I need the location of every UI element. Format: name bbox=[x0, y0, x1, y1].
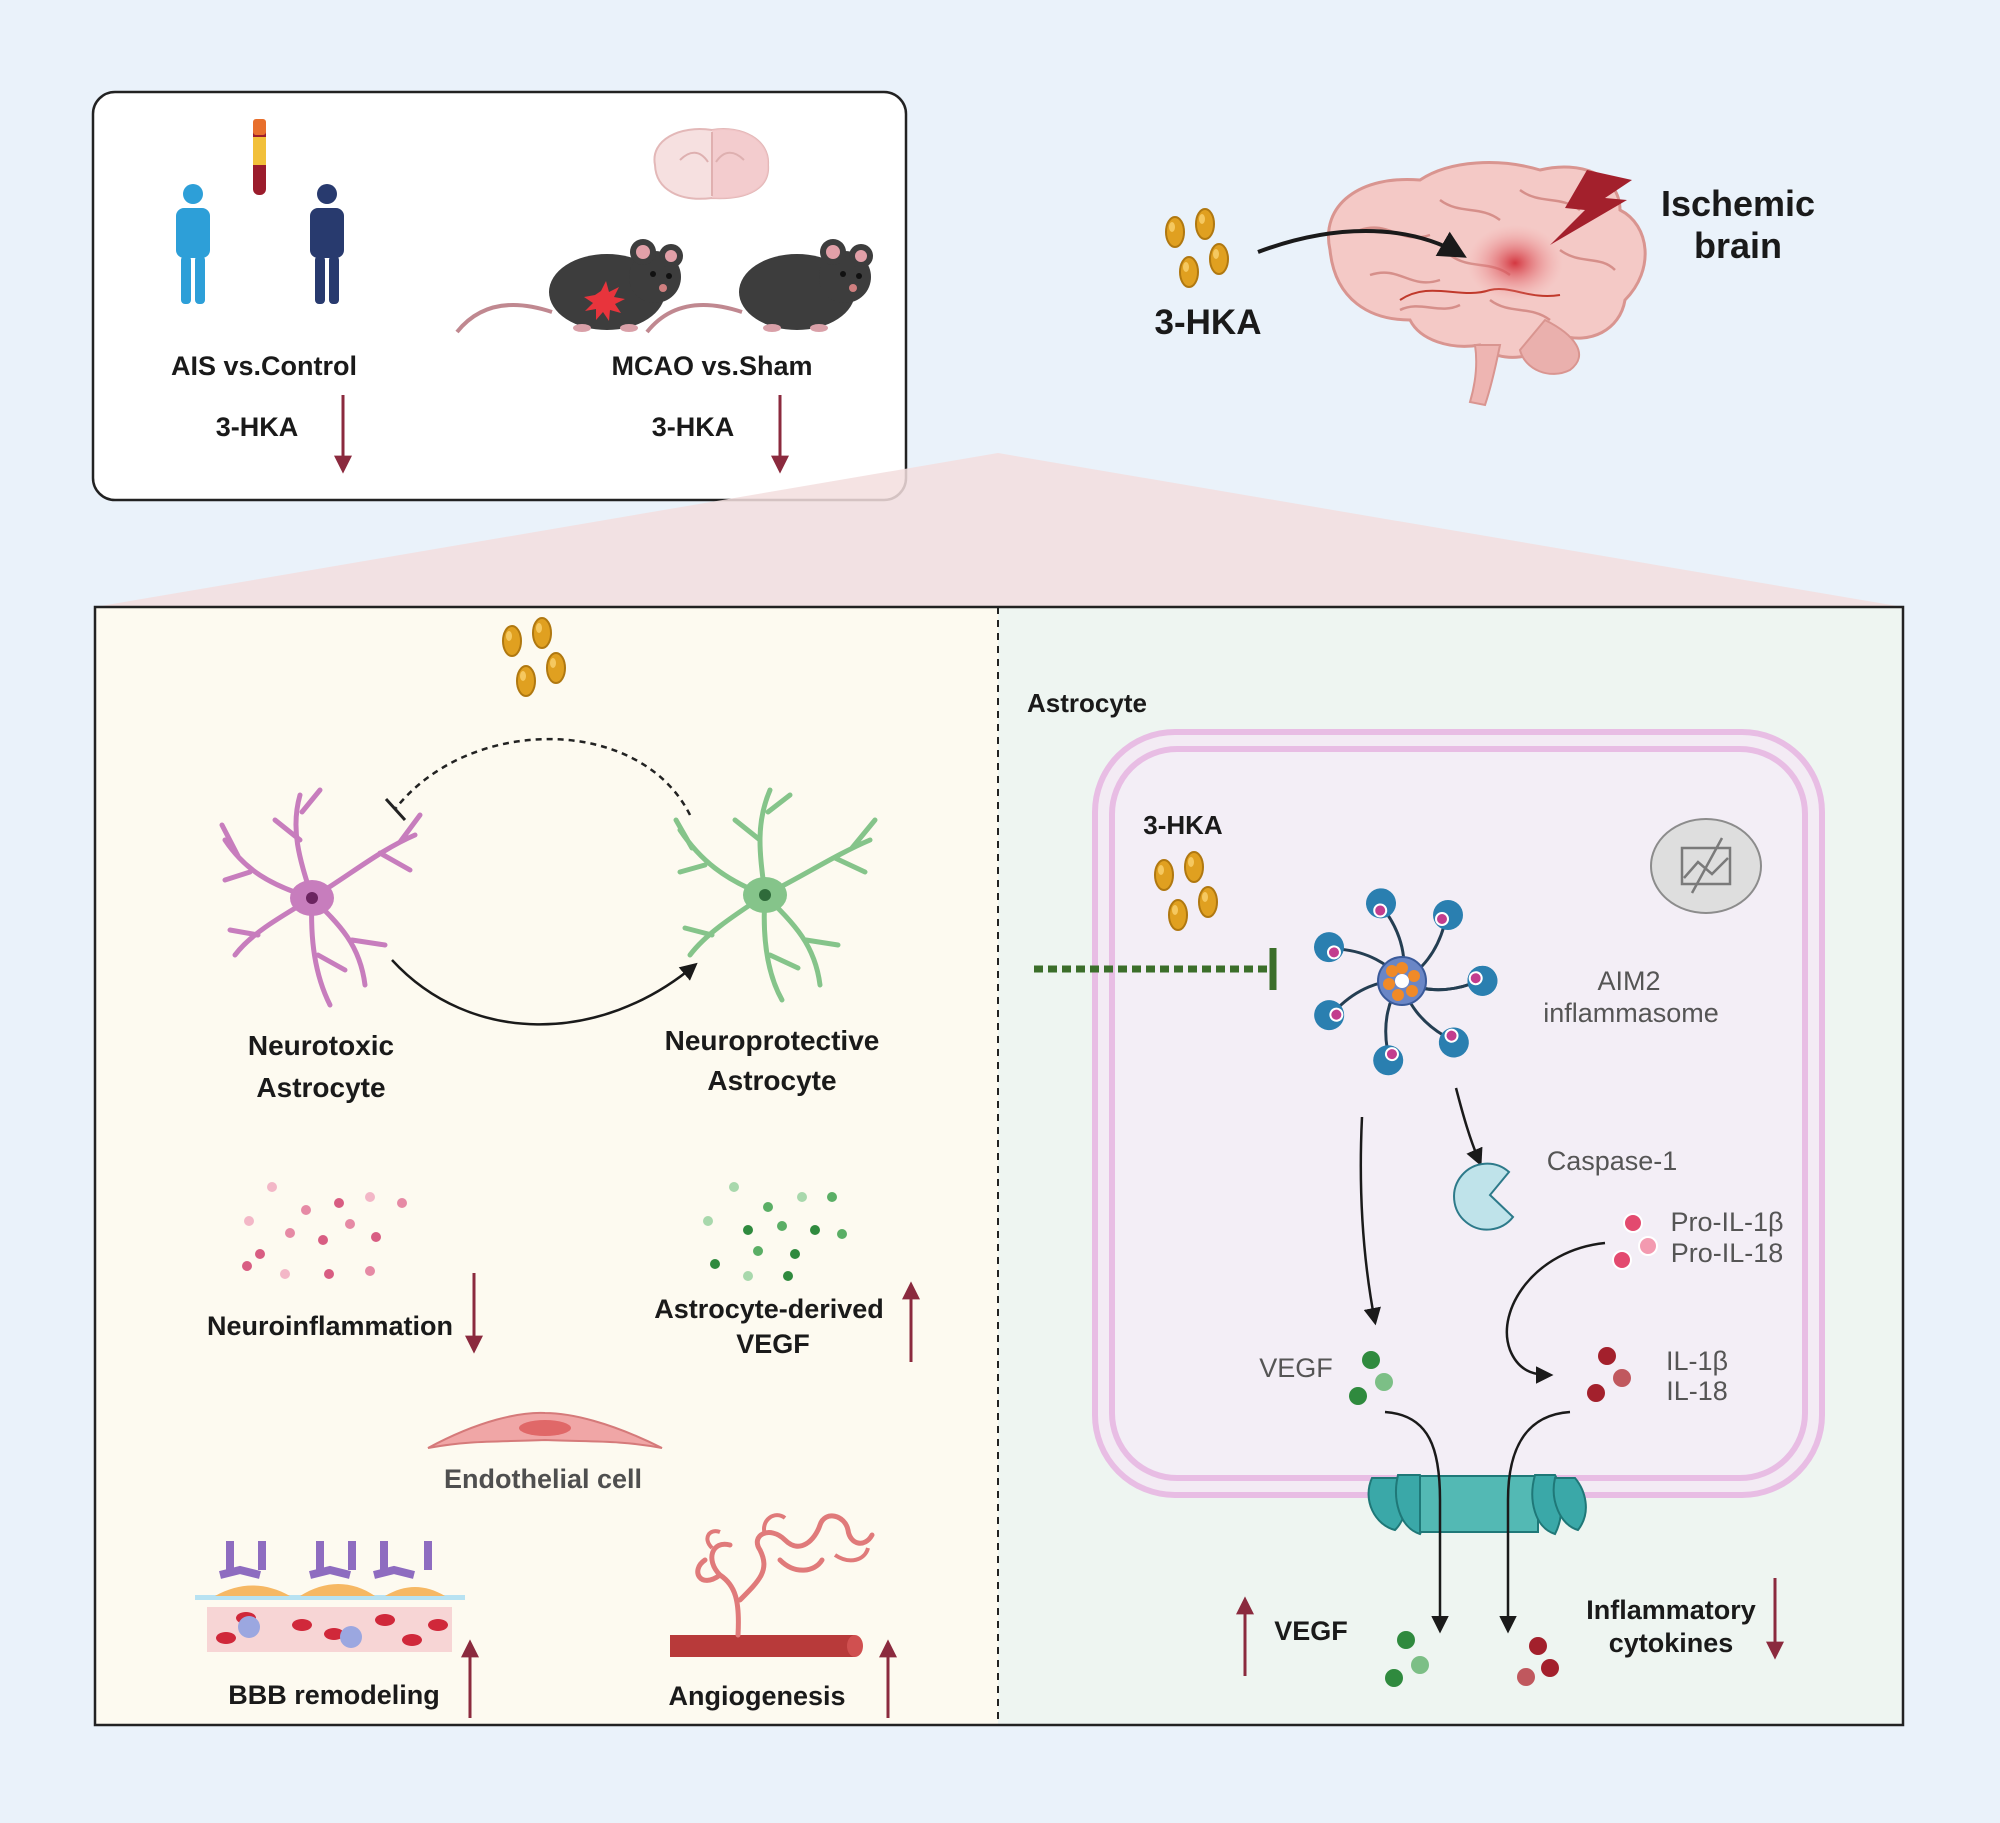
mouse-comparison-label: MCAO vs.Sham bbox=[611, 351, 812, 381]
human-comparison-label: AIS vs.Control bbox=[171, 351, 357, 381]
vegf-label-line1: Astrocyte-derived bbox=[654, 1294, 884, 1324]
human-metabolite-label: 3-HKA bbox=[216, 412, 299, 442]
neuroinflammation-label: Neuroinflammation bbox=[207, 1311, 453, 1341]
cytokine-out-dots-icon bbox=[1517, 1637, 1559, 1686]
ischemic-brain-title-line1: Ischemic bbox=[1661, 183, 1815, 224]
image-placeholder-icon bbox=[1650, 818, 1762, 914]
right-compound-label: 3-HKA bbox=[1143, 810, 1223, 840]
blood-tube-icon bbox=[253, 119, 266, 195]
bbb-illustration bbox=[195, 1541, 465, 1652]
vegf-inside-label: VEGF bbox=[1259, 1353, 1333, 1383]
neuroprotective-label-line1: Neuroprotective bbox=[665, 1025, 880, 1056]
brain-slice-icon bbox=[653, 128, 770, 200]
left-panel bbox=[95, 607, 998, 1725]
conversion-arrow bbox=[391, 959, 698, 1026]
endothelial-cell-label: Endothelial cell bbox=[444, 1464, 642, 1494]
cytokines-label-line1: Inflammatory bbox=[1586, 1595, 1756, 1625]
aim2-to-vegf-arrow bbox=[1359, 1116, 1381, 1326]
vegf-label-line2: VEGF bbox=[736, 1329, 810, 1359]
ischemic-brain-icon bbox=[1327, 161, 1647, 407]
caspase-1-icon bbox=[1453, 1162, 1515, 1231]
neurotoxic-label-line2: Astrocyte bbox=[256, 1072, 385, 1103]
angiogenesis-illustration bbox=[670, 1513, 875, 1657]
il-1b-label: IL-1β bbox=[1666, 1346, 1728, 1376]
ischemic-brain-title-line2: brain bbox=[1694, 225, 1782, 266]
vegf-out-label: VEGF bbox=[1274, 1616, 1348, 1646]
mature-cytokine-dots-icon bbox=[1587, 1347, 1631, 1402]
aim2-inflammasome-icon bbox=[1307, 880, 1505, 1082]
lesion-star-icon bbox=[584, 281, 625, 321]
vegf-inside-dots-icon bbox=[1349, 1351, 1393, 1405]
vegf-secretion-arrow bbox=[1384, 1410, 1449, 1634]
neuroprotective-astrocyte-icon bbox=[673, 787, 878, 1003]
bbb-remodeling-label: BBB remodeling bbox=[228, 1680, 440, 1710]
inhibition-bar bbox=[384, 797, 407, 822]
il-18-label: IL-18 bbox=[1666, 1376, 1728, 1406]
neuroprotective-label-line2: Astrocyte bbox=[707, 1065, 836, 1096]
brain-entry-arrow bbox=[1257, 229, 1467, 258]
zoom-projection bbox=[95, 453, 1903, 607]
pro-il-18-label: Pro-IL-18 bbox=[1671, 1238, 1784, 1268]
angiogenesis-label: Angiogenesis bbox=[668, 1681, 845, 1711]
cytokines-label-line2: cytokines bbox=[1609, 1628, 1734, 1658]
inhibition-dashed-arc bbox=[395, 737, 692, 816]
astrocyte-cell-membrane bbox=[1092, 729, 1825, 1498]
caspase-1-label: Caspase-1 bbox=[1547, 1146, 1678, 1176]
aim2-label-line2: inflammasome bbox=[1543, 998, 1719, 1028]
endothelial-cell-icon bbox=[427, 1411, 663, 1449]
pro-il-1b-label: Pro-IL-1β bbox=[1670, 1207, 1783, 1237]
neurotoxic-label-line1: Neurotoxic bbox=[248, 1030, 394, 1061]
hka-pellets-icon bbox=[1166, 209, 1228, 287]
aim2-label-line1: AIM2 bbox=[1597, 966, 1660, 996]
maturation-arrow bbox=[1505, 1241, 1606, 1384]
astrocyte-title: Astrocyte bbox=[1027, 688, 1147, 718]
aim2-to-caspase-arrow bbox=[1454, 1087, 1483, 1167]
vegf-out-dots-icon bbox=[1385, 1631, 1429, 1687]
neurotoxic-astrocyte-icon bbox=[219, 787, 423, 1008]
pro-cytokine-dots-icon bbox=[1612, 1213, 1658, 1270]
vegf-dots-icon bbox=[703, 1182, 847, 1281]
mouse-metabolite-label: 3-HKA bbox=[652, 412, 735, 442]
brain-compound-label: 3-HKA bbox=[1155, 303, 1262, 342]
cytokine-secretion-arrow bbox=[1499, 1410, 1571, 1634]
inflammatory-dots-icon bbox=[242, 1182, 407, 1279]
